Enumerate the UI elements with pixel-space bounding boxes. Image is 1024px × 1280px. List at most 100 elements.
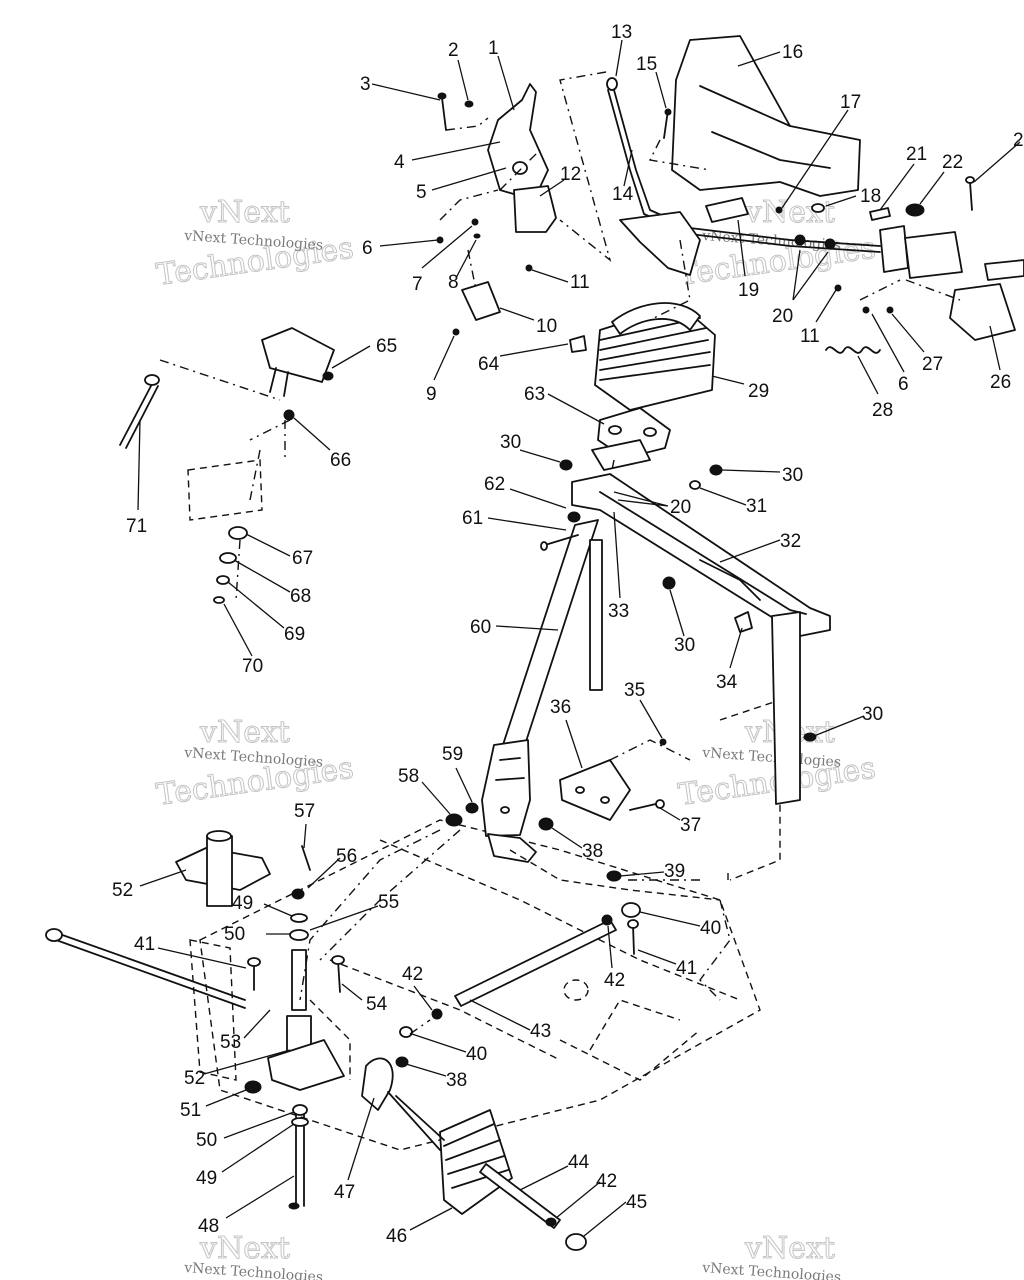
cross-beam (571, 473, 831, 805)
watermark-big-line1: vNext (744, 195, 835, 230)
callout-20-center: 20 (670, 497, 691, 518)
callout-11: 11 (570, 272, 590, 293)
callout-30-b: 30 (782, 465, 803, 486)
callout-68: 68 (290, 586, 311, 607)
callout-32: 32 (780, 531, 801, 552)
callout-17: 17 (840, 92, 861, 113)
post-base-bracket (487, 833, 721, 901)
hood-cover (671, 35, 861, 197)
callout-42-c: 42 (596, 1171, 617, 1192)
callout-49-a: 49 (232, 893, 253, 914)
callout-7: 7 (412, 274, 423, 295)
callout-60: 60 (470, 617, 491, 638)
callout-30-c: 30 (674, 635, 695, 656)
callout-69: 69 (284, 624, 305, 645)
callout-47: 47 (334, 1182, 355, 1203)
callout-63: 63 (524, 384, 545, 405)
callout-46: 46 (386, 1226, 407, 1247)
callout-30-a: 30 (500, 432, 521, 453)
callout-8: 8 (448, 272, 459, 293)
callout-38-a: 38 (582, 841, 603, 862)
callout-36: 36 (550, 697, 571, 718)
callout-70: 70 (242, 656, 263, 677)
watermark-bottom-left: vNext vNext Technologies (183, 1231, 324, 1280)
callout-1: 1 (488, 38, 499, 59)
callout-3: 3 (360, 74, 371, 95)
callout-50-b: 50 (196, 1130, 217, 1151)
callout-71: 71 (126, 516, 147, 537)
callout-67: 67 (292, 548, 313, 569)
callout-13: 13 (611, 22, 632, 43)
callout-40-b: 40 (466, 1044, 487, 1065)
callout-40-a: 40 (700, 918, 721, 939)
brake-lever-assembly (461, 83, 557, 321)
callout-33: 33 (608, 601, 629, 622)
callout-30-d: 30 (862, 704, 883, 725)
steering-post (481, 519, 599, 837)
callout-62: 62 (484, 474, 505, 495)
callout-14: 14 (612, 184, 634, 205)
callout-22: 22 (942, 152, 963, 173)
callout-2-edge: 2 (1013, 130, 1024, 151)
callout-58: 58 (398, 766, 419, 787)
callout-29: 29 (748, 381, 769, 402)
spindle-group (175, 830, 351, 1207)
callout-15: 15 (636, 54, 657, 75)
upper-bracket (591, 407, 671, 471)
callout-50-a: 50 (224, 924, 245, 945)
callout-61: 61 (462, 508, 483, 529)
assembly-lines (235, 71, 961, 1035)
callout-51: 51 (180, 1100, 201, 1121)
callout-35: 35 (624, 680, 645, 701)
callout-66: 66 (330, 450, 351, 471)
callout-6: 6 (362, 238, 373, 259)
bracket-36 (559, 739, 691, 821)
watermark-big-line1: vNext (744, 1231, 835, 1266)
watermark-big-line1: vNext (199, 195, 290, 230)
callout-18: 18 (860, 186, 881, 207)
callout-52-a: 52 (112, 880, 133, 901)
callout-42-a: 42 (402, 964, 423, 985)
callout-65: 65 (376, 336, 397, 357)
callout-48: 48 (198, 1216, 219, 1237)
callout-57: 57 (294, 801, 315, 822)
callout-21: 21 (906, 144, 927, 165)
parts-drawing (45, 35, 1024, 1251)
watermark-top-left: vNext Technologies vNext Technologies (154, 195, 356, 294)
callout-12: 12 (560, 164, 581, 185)
callout-55: 55 (378, 892, 399, 913)
callout-59: 59 (442, 744, 463, 765)
callout-53: 53 (220, 1032, 241, 1053)
watermark-mid-left: vNext Technologies vNext Technologies (154, 715, 356, 814)
callout-45: 45 (626, 1192, 647, 1213)
callout-labels: 1 2 3 4 5 6 7 8 9 10 11 12 13 14 15 16 1… (112, 22, 1024, 1247)
tie-rods (45, 902, 641, 1009)
callout-34: 34 (716, 672, 738, 693)
callout-20: 20 (772, 306, 793, 327)
callout-26: 26 (990, 372, 1011, 393)
frame-outline (199, 699, 781, 1151)
callout-19: 19 (738, 280, 759, 301)
steering-boot-group (361, 1057, 587, 1251)
callout-52-b: 52 (184, 1068, 205, 1089)
watermark-big-line1: vNext (199, 1231, 290, 1266)
callout-28: 28 (872, 400, 893, 421)
callout-11-right: 11 (800, 326, 820, 347)
callout-6-right: 6 (898, 374, 909, 395)
callout-43: 43 (530, 1021, 551, 1042)
callout-2: 2 (448, 40, 459, 61)
callout-4: 4 (394, 152, 405, 173)
spring-28 (825, 346, 881, 354)
callout-64: 64 (478, 354, 500, 375)
callout-41-b: 41 (676, 958, 697, 979)
callout-49-b: 49 (196, 1168, 217, 1189)
hardware (244, 92, 975, 1227)
callout-42-b: 42 (604, 970, 625, 991)
callout-16: 16 (782, 42, 803, 63)
leader-lines (137, 39, 1021, 1237)
callout-31: 31 (746, 496, 767, 517)
callout-39: 39 (664, 861, 685, 882)
switch-assembly (119, 327, 335, 604)
watermark-big-line1: vNext (199, 715, 290, 750)
